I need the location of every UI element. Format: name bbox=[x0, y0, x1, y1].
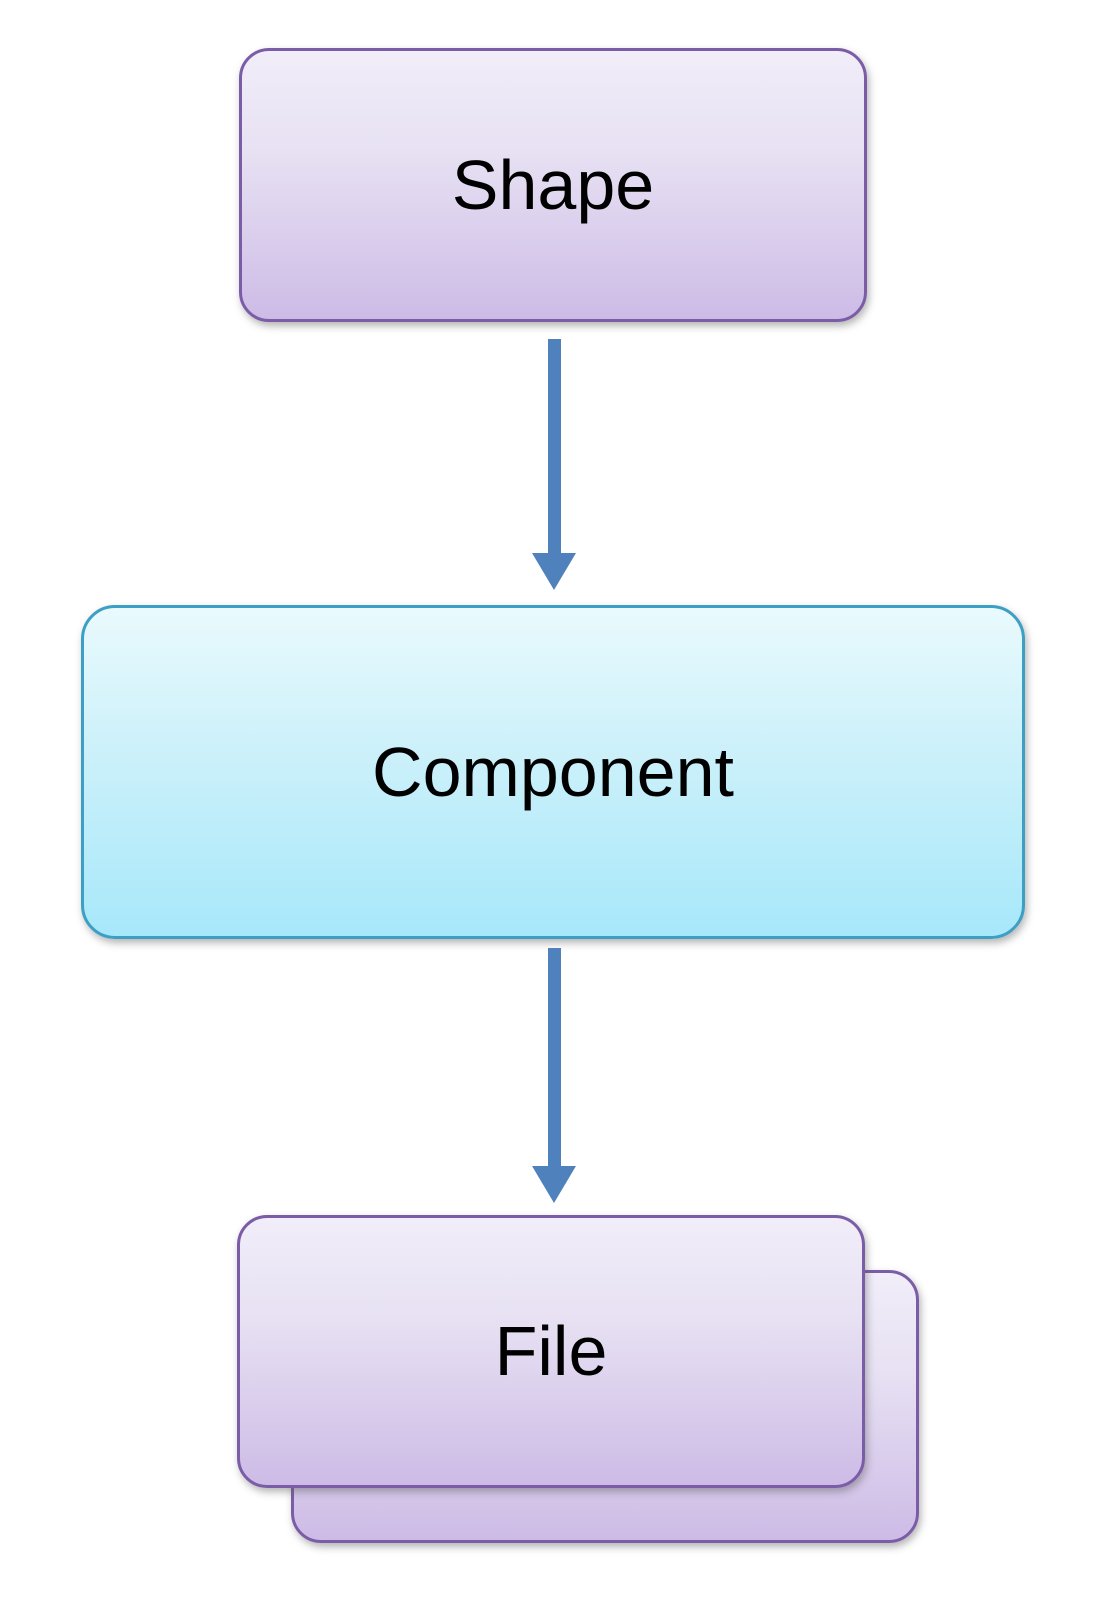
arrow-shaft bbox=[547, 948, 561, 1166]
node-shape[interactable]: Shape bbox=[239, 48, 867, 322]
connector-component-to-file bbox=[532, 948, 576, 1203]
node-component-label: Component bbox=[372, 732, 734, 811]
node-shape-label: Shape bbox=[451, 145, 655, 224]
down-arrow-icon bbox=[532, 553, 576, 590]
node-component[interactable]: Component bbox=[81, 605, 1025, 939]
connector-shape-to-component bbox=[532, 339, 576, 590]
arrow-shaft bbox=[547, 339, 561, 553]
node-file[interactable]: File bbox=[237, 1215, 865, 1488]
node-file-label: File bbox=[494, 1312, 608, 1390]
down-arrow-icon bbox=[532, 1166, 576, 1203]
